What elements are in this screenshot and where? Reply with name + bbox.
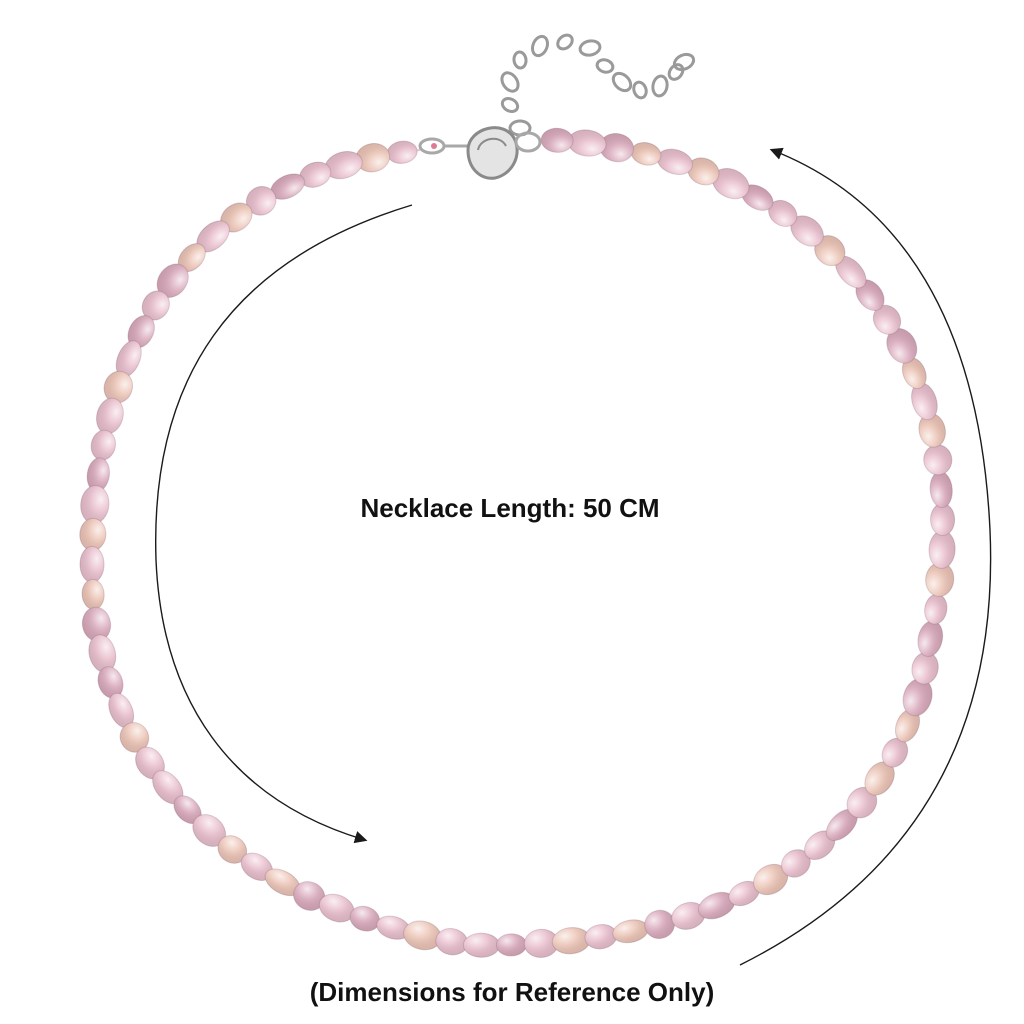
bead [804, 830, 836, 860]
bead [135, 746, 165, 780]
bead [790, 215, 824, 247]
bead [177, 243, 206, 273]
bead [630, 142, 662, 166]
bead [911, 651, 939, 685]
bead [864, 761, 895, 796]
bead [245, 186, 277, 216]
bead [894, 708, 921, 743]
chain-link [500, 97, 520, 113]
bead [540, 127, 574, 153]
chain-link [556, 33, 574, 51]
bead [753, 863, 789, 896]
beads-group [79, 127, 956, 958]
bead [687, 157, 720, 186]
bead [929, 471, 953, 509]
extender-chain-icon [500, 33, 696, 137]
bead [90, 429, 116, 461]
bead [911, 382, 938, 421]
chain-link [611, 71, 633, 93]
bead [612, 919, 649, 944]
bead [846, 786, 878, 819]
bead [584, 924, 618, 950]
bead [697, 891, 736, 920]
chain-link [578, 39, 602, 57]
bead [917, 620, 944, 657]
bead [115, 340, 142, 378]
bead [156, 263, 189, 298]
bead [855, 279, 885, 311]
bead [435, 928, 469, 956]
bead [299, 161, 332, 188]
bead [644, 909, 676, 939]
bead [656, 148, 694, 175]
bead [712, 168, 750, 200]
chain-link [531, 34, 549, 58]
left-dimension-arrow-icon [155, 204, 413, 844]
bead [835, 255, 867, 289]
bead [108, 692, 135, 728]
bead [103, 370, 134, 404]
bead [923, 444, 953, 476]
bead [79, 545, 105, 583]
bead [924, 593, 948, 625]
bead [814, 235, 846, 267]
bead [495, 933, 527, 957]
chain-link [500, 71, 520, 93]
necklace-length-label: Necklace Length: 50 CM [360, 493, 660, 523]
bead [80, 485, 110, 524]
bead [523, 928, 559, 958]
bead [599, 132, 635, 163]
chain-link [512, 50, 528, 70]
bead [567, 129, 607, 157]
bead [220, 202, 253, 233]
bead [141, 290, 170, 321]
bead [88, 634, 117, 673]
bead [403, 920, 442, 951]
bead [928, 530, 956, 569]
bead [81, 606, 112, 642]
bead [349, 905, 381, 932]
bead [886, 328, 918, 364]
bead [918, 412, 946, 448]
bead [376, 915, 411, 940]
bead [925, 561, 955, 597]
bead [293, 881, 326, 911]
bead [930, 503, 956, 536]
lobster-clasp-icon [418, 126, 542, 180]
bead [386, 140, 418, 164]
bead [196, 220, 230, 253]
bead [96, 397, 124, 435]
chain-link [672, 52, 696, 72]
bead [79, 517, 107, 551]
bead [768, 199, 798, 227]
bead [97, 666, 124, 699]
bead [355, 143, 391, 173]
bead [872, 304, 902, 335]
bead [901, 357, 927, 389]
bead [119, 722, 150, 753]
chain-link [651, 74, 669, 98]
chain-link [595, 58, 615, 74]
right-dimension-arrow-icon [739, 147, 992, 966]
bead [462, 932, 500, 958]
bead [741, 184, 774, 211]
bead [217, 835, 248, 864]
bead [81, 578, 105, 610]
bead [86, 457, 110, 493]
chain-link [632, 80, 648, 100]
bead [551, 927, 591, 955]
bead [671, 901, 706, 930]
bead [781, 849, 811, 878]
bead [902, 678, 933, 717]
bead [318, 893, 355, 923]
chain-link [667, 63, 685, 81]
dimensions-disclaimer-label: (Dimensions for Reference Only) [309, 977, 715, 1007]
bead [127, 315, 155, 349]
